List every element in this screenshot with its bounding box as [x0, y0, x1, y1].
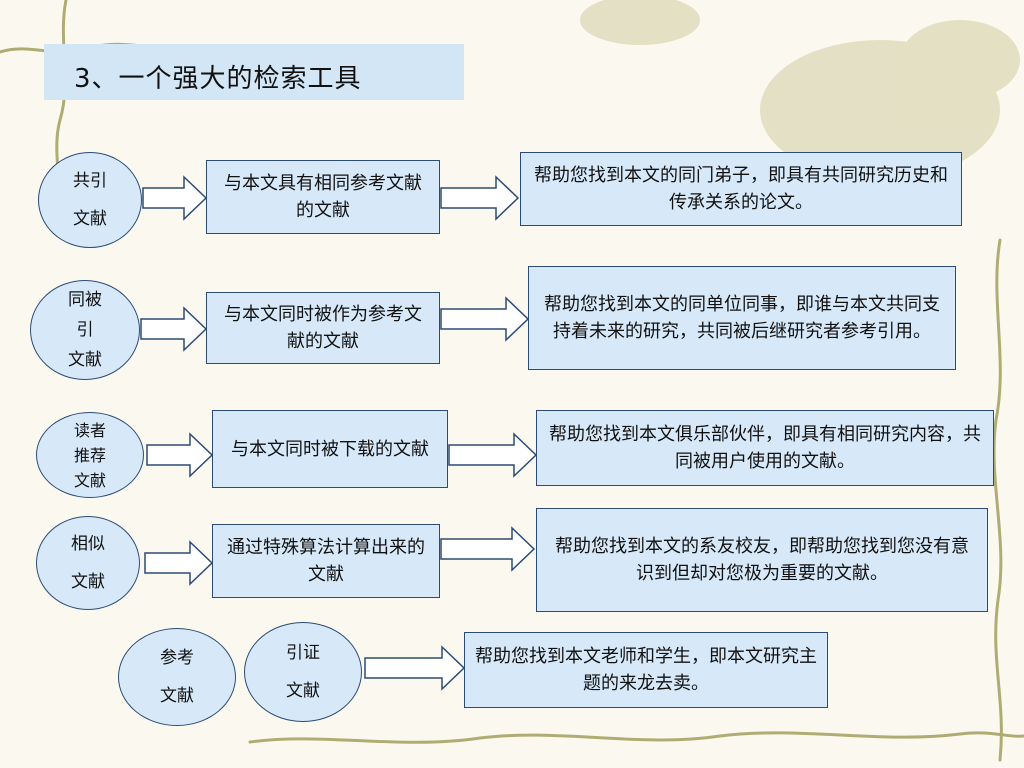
reader-recommended-circle: 读者 推荐 文献	[36, 412, 144, 498]
co-cited-result: 帮助您找到本文的同单位同事，即谁与本文共同支持着未来的研究，共同被后继研究者参考…	[528, 266, 956, 370]
arrow-icon	[364, 645, 466, 691]
circle-line: 共引	[73, 171, 107, 191]
circle-line: 推荐	[73, 445, 106, 465]
page-title: 3、一个强大的检索工具	[44, 44, 464, 100]
middle-text: 与本文同时被下载的文献	[231, 438, 429, 460]
circle-line: 文献	[68, 350, 102, 370]
middle-text: 通过特殊算法计算出来的文献	[227, 537, 425, 585]
circle-line: 参考	[160, 648, 194, 668]
arrow-icon	[142, 175, 208, 221]
result-text: 帮助您找到本文老师和学生，即本文研究主题的来龙去卖。	[475, 646, 817, 694]
arrow-icon	[144, 540, 214, 586]
circle-line: 文献	[160, 686, 194, 706]
circle-line: 读者	[73, 420, 106, 440]
similar-circle: 相似 文献	[36, 516, 140, 610]
arrow-icon	[448, 432, 538, 478]
citing-circle: 引证 文献	[244, 622, 362, 722]
co-citation-description: 与本文具有相同参考文献的文献	[206, 160, 440, 234]
arrow-icon	[140, 306, 208, 352]
result-text: 帮助您找到本文的同门弟子，即具有共同研究历史和传承关系的论文。	[534, 165, 948, 213]
circle-line: 文献	[73, 209, 107, 229]
circle-line: 相似	[71, 534, 105, 554]
reader-recommended-result: 帮助您找到本文俱乐部伙伴，即具有相同研究内容，共同被用户使用的文献。	[536, 410, 994, 486]
arrow-icon	[440, 526, 536, 572]
circle-line: 引证	[286, 643, 320, 663]
middle-text: 与本文具有相同参考文献的文献	[224, 173, 422, 221]
circle-line: 文献	[71, 572, 105, 592]
similar-result: 帮助您找到本文的系友校友，即帮助您找到您没有意识到但却对您极为重要的文献。	[536, 508, 988, 612]
middle-text: 与本文同时被作为参考文献的文献	[224, 304, 422, 352]
arrow-icon	[440, 175, 520, 221]
arrow-icon	[146, 432, 214, 478]
result-text: 帮助您找到本文的同单位同事，即谁与本文共同支持着未来的研究，共同被后继研究者参考…	[544, 294, 940, 342]
co-citation-circle: 共引 文献	[38, 152, 142, 248]
circle-line: 同被	[68, 290, 102, 310]
co-cited-description: 与本文同时被作为参考文献的文献	[206, 292, 440, 364]
co-cited-circle: 同被 引 文献	[30, 280, 140, 380]
circle-line: 引	[76, 320, 94, 340]
circle-line: 文献	[286, 681, 320, 701]
similar-description: 通过特殊算法计算出来的文献	[212, 524, 440, 598]
reference-citing-result: 帮助您找到本文老师和学生，即本文研究主题的来龙去卖。	[464, 632, 828, 708]
co-citation-result: 帮助您找到本文的同门弟子，即具有共同研究历史和传承关系的论文。	[520, 152, 962, 226]
arrow-icon	[440, 296, 530, 342]
result-text: 帮助您找到本文的系友校友，即帮助您找到您没有意识到但却对您极为重要的文献。	[555, 536, 969, 584]
reader-recommended-description: 与本文同时被下载的文献	[212, 410, 448, 488]
reference-circle: 参考 文献	[118, 628, 236, 726]
circle-line: 文献	[73, 470, 106, 490]
result-text: 帮助您找到本文俱乐部伙伴，即具有相同研究内容，共同被用户使用的文献。	[549, 424, 981, 472]
